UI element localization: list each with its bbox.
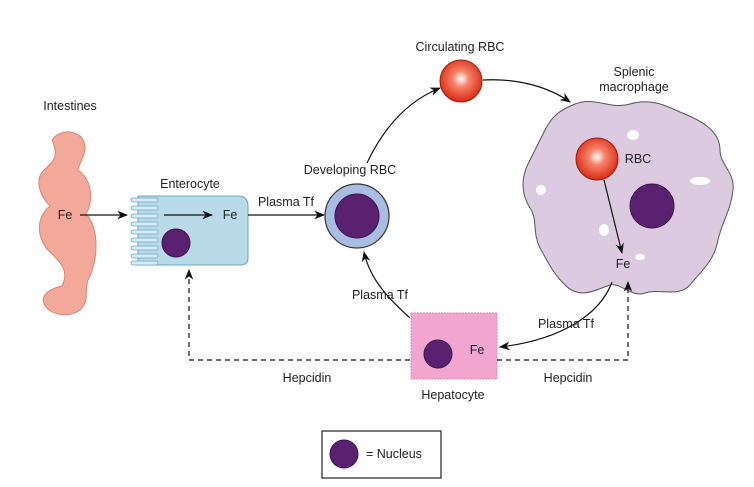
- microvilli: [130, 197, 159, 266]
- hepatocyte-cell: [410, 312, 498, 380]
- splenic-macrophage-cell: [522, 100, 734, 295]
- fe-hepatocyte-label: Fe: [470, 343, 485, 357]
- circulating-rbc-cell: [439, 59, 483, 103]
- hepatocyte-label: Hepatocyte: [421, 388, 484, 402]
- legend-nucleus-label: = Nucleus: [366, 447, 422, 461]
- enterocyte-cell: [130, 195, 249, 266]
- enterocyte-label: Enterocyte: [160, 177, 220, 191]
- macrophage-rbc-cell: [575, 137, 619, 181]
- hepcidin-right-label: Hepcidin: [544, 371, 593, 385]
- developing-rbc-nucleus: [334, 193, 380, 239]
- rbc-breakdown-arrow: [603, 179, 624, 255]
- macrophage-to-hepatocyte-arrow: [498, 281, 613, 351]
- hepatocyte-nucleus: [423, 339, 453, 369]
- hepcidin-to-macrophage-line: [497, 280, 633, 361]
- to-macrophage-arrow: [482, 79, 571, 103]
- legend-nucleus-swatch: [329, 439, 359, 469]
- hepcidin-left-label: Hepcidin: [283, 371, 332, 385]
- intestines-label: Intestines: [43, 99, 97, 113]
- hepatocyte-to-developing-rbc-arrow: [361, 250, 411, 319]
- developing-rbc-label: Developing RBC: [304, 163, 396, 177]
- macrophage-vacuoles: [536, 130, 710, 260]
- legend: = Nucleus: [321, 430, 442, 479]
- fe-macrophage-label: Fe: [616, 257, 631, 271]
- rbc-in-macrophage-label: RBC: [625, 152, 651, 166]
- fe-intestine-label: Fe: [58, 208, 73, 222]
- to-circulating-rbc-arrow: [366, 87, 442, 164]
- fe-enterocyte-label: Fe: [223, 208, 238, 222]
- splenic-macrophage-label-2: macrophage: [599, 80, 669, 94]
- plasma-tf-right-label: Plasma Tf: [538, 317, 595, 331]
- splenic-macrophage-label-1: Splenic: [614, 65, 655, 79]
- circulating-rbc-label: Circulating RBC: [416, 40, 505, 54]
- macrophage-nucleus: [629, 183, 675, 229]
- plasma-tf-left-label: Plasma Tf: [352, 288, 409, 302]
- intestines-shape: [38, 131, 97, 316]
- plasma-tf-top-label: Plasma Tf: [258, 195, 315, 209]
- hepcidin-to-enterocyte-line: [184, 268, 410, 361]
- enterocyte-nucleus: [161, 228, 191, 258]
